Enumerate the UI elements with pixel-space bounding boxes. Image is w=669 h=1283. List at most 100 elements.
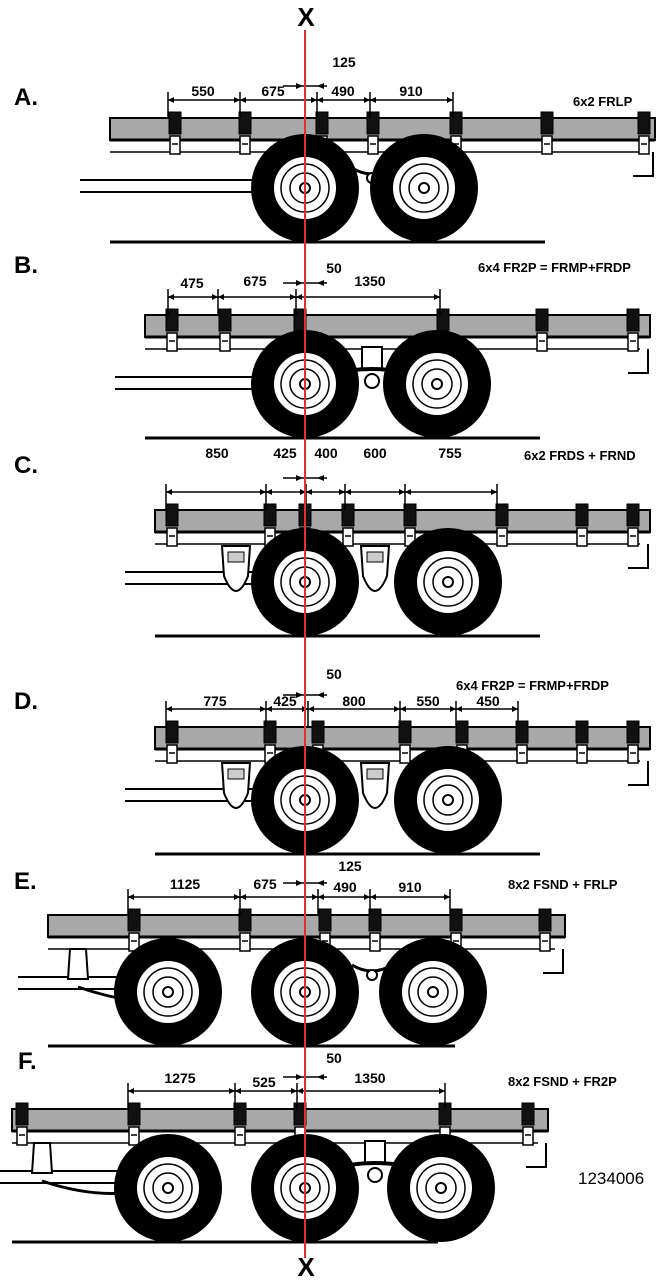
- panel-c-arrow-in-3: [300, 489, 306, 495]
- panel-c-arrow-out-3: [266, 489, 272, 495]
- panel-d-config: 6x4 FR2P = FRMP+FRDP: [456, 678, 609, 693]
- panel-a-offset-arrow-left: [296, 83, 303, 89]
- panel-c-arrow-in-5: [399, 489, 405, 495]
- panel-f-bogie-pivot: [367, 1167, 383, 1183]
- panel-b-bracket-2-clamp: [219, 332, 231, 352]
- panel-f-dim-2: 525: [252, 1074, 276, 1090]
- panel-a-wheel-2-hub: [418, 182, 430, 194]
- panel-e-bracket-6: [538, 908, 552, 932]
- panel-e-wheel-3-rim-ring: [408, 967, 458, 1017]
- panel-a-bracket-7: [637, 111, 651, 135]
- panel-a-arrow-in-5: [447, 97, 453, 103]
- panel-e-dim-5: 910: [398, 879, 422, 895]
- panel-f-bracket-2: [127, 1102, 141, 1126]
- panel-a-dim-1: 550: [191, 83, 215, 99]
- panel-c-bracket-8: [626, 503, 640, 527]
- panel-d-arrow-in-4: [394, 706, 400, 712]
- panel-e-arrow-in-3: [312, 894, 318, 900]
- panel-b-wheel-2-rim-ring: [412, 359, 462, 409]
- axis-label-bottom: X: [297, 1252, 315, 1282]
- panel-a-wheel-2-hub-ring: [408, 172, 440, 204]
- panel-f-letter: F.: [18, 1048, 37, 1075]
- panel-f-offset-arrow-left: [296, 1074, 303, 1080]
- panel-d-arrow-out-2: [166, 706, 172, 712]
- panel-c-letter: C.: [14, 452, 38, 479]
- panel-f-wheel-1-rim-ring: [143, 1163, 193, 1213]
- panel-b-bracket-1-clamp: [166, 332, 178, 352]
- panel-a-bracket-2: [238, 111, 252, 135]
- panel-f-bracket-2-clamp: [128, 1126, 140, 1146]
- panel-d-offset-arrow-right: [317, 692, 324, 698]
- panel-f-arrow-out-3: [235, 1088, 241, 1094]
- panel-c-dim-1: 850: [205, 445, 229, 461]
- panel-c-bracket-8-clamp: [627, 527, 639, 547]
- panel-d-arrow-in-2: [260, 706, 266, 712]
- panel-a-arrow-out-5: [370, 97, 376, 103]
- panel-b-offset-arrow-left: [296, 280, 303, 286]
- panel-d-air-bag-1-cap: [227, 768, 245, 780]
- panel-b-arrow-in-3: [290, 294, 296, 300]
- panel-b-bogie-trunnion: [361, 346, 383, 370]
- panel-f-wheel-1-hub-ring: [152, 1172, 184, 1204]
- panel-e-bracket-3: [318, 908, 332, 932]
- panel-a-arrow-in-2: [234, 97, 240, 103]
- panel-f-wheel-3-rim-ring: [416, 1163, 466, 1213]
- panel-c-wheel-2-hub: [442, 576, 454, 588]
- panel-f-bracket-6-clamp: [522, 1126, 534, 1146]
- panel-a-bracket-2-clamp: [239, 135, 251, 155]
- panel-d-wheel-2-hub-ring: [432, 784, 464, 816]
- panel-c-arrow-in-6: [491, 489, 497, 495]
- panel-a-bracket-1-clamp: [169, 135, 181, 155]
- panel-f-wheel-1-hub: [162, 1182, 174, 1194]
- panel-e-wheel-3-hub: [427, 986, 439, 998]
- panel-e-arrow-out-3: [240, 894, 246, 900]
- panel-e-bracket-4-clamp: [369, 932, 381, 952]
- panel-e-bracket-2-clamp: [239, 932, 251, 952]
- panel-a-arrow-out-3: [240, 97, 246, 103]
- panel-a-config: 6x2 FRLP: [573, 94, 633, 109]
- panel-c-offset-arrow-left: [296, 475, 303, 481]
- panel-c-dim-2: 425: [273, 445, 297, 461]
- panel-d-bracket-8-clamp: [627, 744, 639, 764]
- panel-f-bracket-1-clamp: [16, 1126, 28, 1146]
- panel-c-arrow-out-2: [166, 489, 172, 495]
- panel-f-dim-3: 50: [326, 1050, 342, 1066]
- panel-f-bogie-trunnion: [364, 1140, 386, 1164]
- panel-c-offset-arrow-right: [317, 475, 324, 481]
- panel-f-rear-overhang: [526, 1143, 547, 1168]
- panel-f-dim-4: 1350: [354, 1070, 386, 1086]
- panel-d-bracket-1: [165, 720, 179, 744]
- panel-c-bracket-5: [403, 503, 417, 527]
- panel-c-bracket-7-clamp: [576, 527, 588, 547]
- panel-e-bracket-2: [238, 908, 252, 932]
- panel-a-bracket-6: [540, 111, 554, 135]
- panel-f-front-spring-hanger: [30, 1142, 54, 1174]
- panel-c-arrow-out-4: [306, 489, 312, 495]
- panel-a-wheel-2-rim-ring: [399, 163, 449, 213]
- panel-a-arrow-in-3: [311, 97, 317, 103]
- panel-d-bracket-1-clamp: [166, 744, 178, 764]
- panel-a-arrow-out-4: [317, 97, 323, 103]
- panel-d-dim-1: 775: [203, 693, 227, 709]
- panel-b-bracket-4: [436, 308, 450, 332]
- panel-d-arrow-out-6: [456, 706, 462, 712]
- panel-e-bracket-1: [127, 908, 141, 932]
- panel-d-arrow-in-5: [450, 706, 456, 712]
- panel-b-dim-4: 1350: [354, 273, 386, 289]
- panel-c-bracket-6-clamp: [496, 527, 508, 547]
- panel-b-bracket-6-clamp: [627, 332, 639, 352]
- panel-e-offset-arrow-right: [317, 880, 324, 886]
- panel-d-bracket-6: [515, 720, 529, 744]
- panel-d-dim-2: 425: [273, 693, 297, 709]
- panel-d-bracket-4: [398, 720, 412, 744]
- panel-c-bracket-4: [341, 503, 355, 527]
- panel-b-bracket-5: [535, 308, 549, 332]
- panel-e-wheel-1-hub: [162, 986, 174, 998]
- panel-c-bracket-7: [575, 503, 589, 527]
- figure-number: 1234006: [578, 1169, 645, 1188]
- panel-a-bracket-3: [315, 111, 329, 135]
- panel-a-dim-3: 125: [332, 54, 356, 70]
- panel-e-bracket-5: [449, 908, 463, 932]
- panel-b-bogie-pivot: [364, 373, 380, 389]
- panel-d-bracket-6-clamp: [516, 744, 528, 764]
